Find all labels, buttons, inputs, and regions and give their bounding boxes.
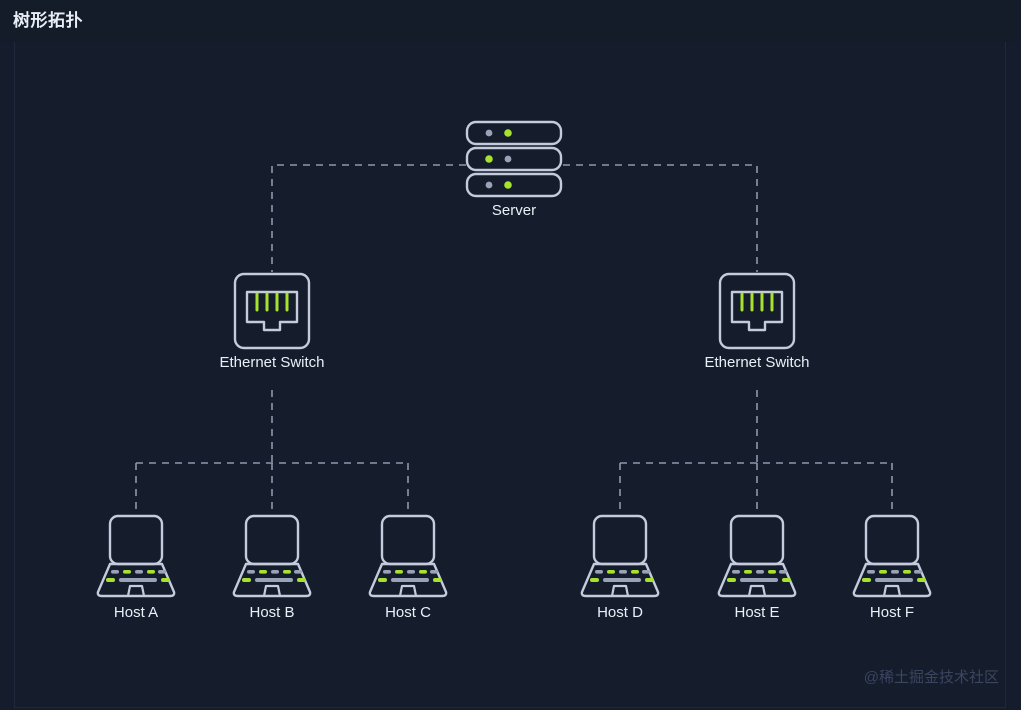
laptop-keys-row1 bbox=[111, 570, 166, 574]
watermark: @稀土掘金技术社区 bbox=[863, 669, 999, 686]
laptop-icon bbox=[232, 514, 312, 598]
server-leds bbox=[485, 129, 512, 189]
laptop-keys-row1 bbox=[732, 570, 787, 574]
node-switch-left[interactable]: Ethernet Switch bbox=[192, 272, 352, 372]
server-icon-wrap bbox=[434, 120, 594, 198]
laptop-keys-row2 bbox=[106, 578, 170, 582]
laptop-icon-wrap bbox=[550, 512, 690, 600]
laptop-keys-row1 bbox=[383, 570, 438, 574]
laptop-icon bbox=[717, 514, 797, 598]
laptop-keys-row1 bbox=[247, 570, 302, 574]
laptop-keys-row1 bbox=[867, 570, 922, 574]
laptop-keys-row1 bbox=[595, 570, 650, 574]
switch-icon bbox=[718, 272, 796, 350]
node-host-d[interactable]: Host D bbox=[550, 512, 690, 622]
laptop-keys-row2 bbox=[727, 578, 791, 582]
laptop-icon bbox=[368, 514, 448, 598]
node-host-c[interactable]: Host C bbox=[338, 512, 478, 622]
laptop-keys-row2 bbox=[590, 578, 654, 582]
server-icon bbox=[465, 120, 563, 198]
node-host-b[interactable]: Host B bbox=[202, 512, 342, 622]
switch-icon bbox=[233, 272, 311, 350]
switch-pins bbox=[255, 292, 289, 312]
switch-icon-wrap bbox=[677, 272, 837, 350]
laptop-icon bbox=[96, 514, 176, 598]
laptop-icon-wrap bbox=[66, 512, 206, 600]
node-label-host-e: Host E bbox=[734, 604, 780, 621]
laptop-icon-wrap bbox=[338, 512, 478, 600]
laptop-keys-row2 bbox=[862, 578, 926, 582]
node-host-f[interactable]: Host F bbox=[822, 512, 962, 622]
node-server[interactable]: Server bbox=[434, 120, 594, 220]
node-switch-right[interactable]: Ethernet Switch bbox=[677, 272, 837, 372]
laptop-keys-row2 bbox=[242, 578, 306, 582]
node-label-switch-left: Ethernet Switch bbox=[219, 354, 325, 371]
node-label-switch-right: Ethernet Switch bbox=[704, 354, 810, 371]
laptop-icon bbox=[852, 514, 932, 598]
node-label-host-b: Host B bbox=[249, 604, 295, 621]
diagram-frame bbox=[14, 42, 1006, 708]
laptop-icon-wrap bbox=[687, 512, 827, 600]
node-label-host-a: Host A bbox=[113, 604, 159, 621]
node-host-a[interactable]: Host A bbox=[66, 512, 206, 622]
switch-pins bbox=[740, 292, 774, 312]
laptop-keys-row2 bbox=[378, 578, 442, 582]
node-label-host-d: Host D bbox=[597, 604, 643, 621]
node-host-e[interactable]: Host E bbox=[687, 512, 827, 622]
node-label-server: Server bbox=[491, 202, 537, 219]
node-label-host-f: Host F bbox=[869, 604, 915, 621]
node-label-host-c: Host C bbox=[385, 604, 431, 621]
laptop-icon-wrap bbox=[822, 512, 962, 600]
laptop-icon bbox=[580, 514, 660, 598]
switch-icon-wrap bbox=[192, 272, 352, 350]
laptop-icon-wrap bbox=[202, 512, 342, 600]
page-header: 树形拓扑 bbox=[0, 0, 1021, 42]
page-title: 树形拓扑 bbox=[13, 11, 83, 30]
